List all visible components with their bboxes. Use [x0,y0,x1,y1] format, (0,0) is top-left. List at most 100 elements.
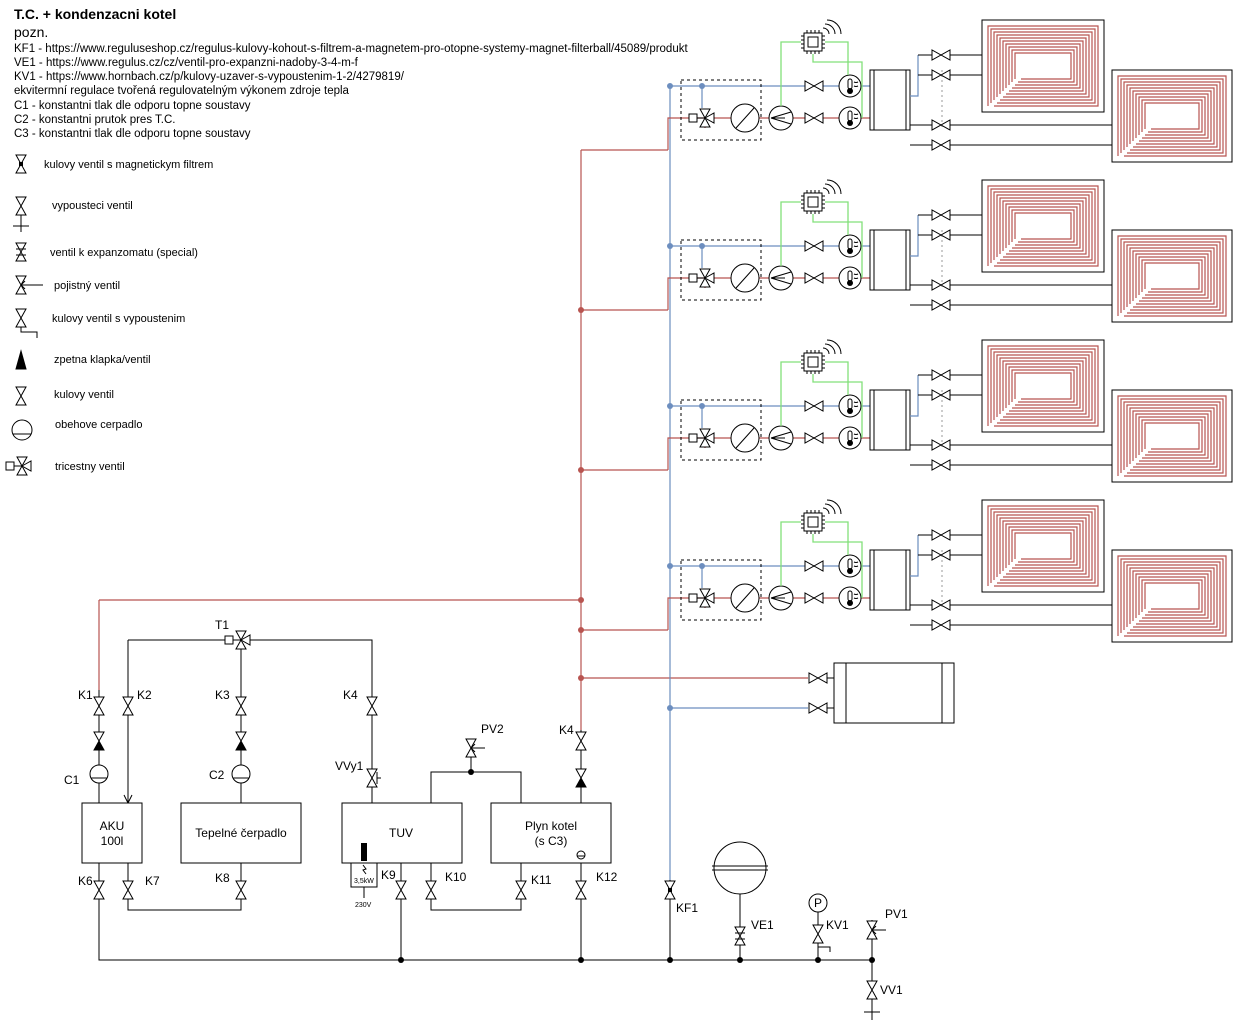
pressure-gauge [808,893,831,960]
legend-label: kulovy ventil s vypoustenim [52,313,185,325]
heating-circuit [667,179,1233,323]
thermostat-icon [838,586,862,610]
aku-volume: 100l [101,834,124,848]
drain-valve-icon [13,196,29,232]
tuv-pv2 [366,738,522,803]
thermostat-icon [838,554,862,578]
ball-valve-icon [931,439,951,451]
gas-boiler-sub: (s C3) [535,834,568,848]
ball-valve-icon [931,389,951,401]
ball-valve-icon [931,459,951,471]
label-K11: K11 [531,873,552,887]
label-VE1: VE1 [751,918,774,932]
ball-valve-icon [931,119,951,131]
label-K1: K1 [78,688,93,702]
label-VV1: VV1 [880,983,903,997]
floor-heating-loop [1111,229,1233,323]
three-way-valve-icon [688,588,715,608]
gauge-label: P [814,896,822,910]
controller-icon [800,339,842,375]
gas-boiler [490,802,612,864]
ball-valve-icon [804,240,824,252]
note-regulation: ekvitermní regulace tvořená regulovateln… [14,85,350,97]
legend-label: obehove cerpadlo [55,419,142,431]
aku-branch [89,630,378,805]
ball-valve-icon [931,229,951,241]
label-K4-boiler: K4 [559,723,574,737]
note-kf1: KF1 - https://www.reguluseshop.cz/regulu… [14,43,688,55]
three-way-valve-icon [688,108,715,128]
notes-heading: pozn. [14,24,48,40]
supply-riser [98,149,808,730]
pump-icon [768,105,794,131]
heater-power: 3,5kW [354,878,374,885]
pump-icon [730,263,760,293]
label-K4: K4 [343,688,358,702]
label-KF1: KF1 [676,901,698,915]
three-way-valve-icon [5,456,32,476]
legend-label: kulovy ventil s magnetickym filtrem [44,159,213,171]
label-K7: K7 [145,874,160,888]
ball-valve-icon [931,209,951,221]
label-PV1: PV1 [885,907,908,921]
ball-valve-icon [804,272,824,284]
ball-valve-icon [931,139,951,151]
note-c3: C3 - konstantni tlak dle odporu topne so… [14,128,251,140]
label-KV1: KV1 [826,918,849,932]
ball-valve-icon [931,299,951,311]
pump-icon [730,583,760,613]
ball-valve-icon [931,279,951,291]
label-K3: K3 [215,688,230,702]
ball-valve-icon [804,112,824,124]
legend-label: ventil k expanzomatu (special) [50,247,198,259]
label-C2: C2 [209,768,225,782]
heating-circuit [667,339,1233,483]
floor-heating-loop [1111,389,1233,483]
check-valve-icon [15,349,27,370]
legend-label: vypousteci ventil [52,200,133,212]
heating-circuits [667,19,1233,643]
aku-tank [81,802,143,864]
ball-valve-icon [15,386,27,406]
heat-pump-label: Tepelné čerpadlo [195,826,287,840]
floor-heating-loop [1111,69,1233,163]
ball-valve-icon [804,432,824,444]
label-K9: K9 [381,868,396,882]
thermostat-icon [838,234,862,258]
three-way-valve-icon [688,268,715,288]
label-K2: K2 [137,688,152,702]
thermostat-icon [838,266,862,290]
electric-heater [350,843,378,898]
ball-valve-icon [931,49,951,61]
note-c1: C1 - konstantni tlak dle odporu topne so… [14,100,251,112]
label-VVy1: VVy1 [335,759,364,773]
diagram-title: T.C. + kondenzacni kotel [14,6,176,22]
ball-valve-icon [804,80,824,92]
controller-icon [800,499,842,535]
expansion-valve-icon [15,242,27,262]
label-C1: C1 [64,773,80,787]
heater-voltage: 230V [355,902,372,909]
boiler-pump-icon [576,850,586,860]
legend-label: kulovy ventil [54,389,114,401]
return-header [93,863,872,963]
pump-icon [730,423,760,453]
ball-valve-icon [804,400,824,412]
controller-icon [800,19,842,55]
ball-valve-icon [931,369,951,381]
label-K10: K10 [445,870,467,884]
three-way-valve-icon [688,428,715,448]
pump-icon [11,419,33,441]
heat-pump [180,802,302,864]
label-K8: K8 [215,871,230,885]
label-K6: K6 [78,874,93,888]
ball-valve-icon [931,619,951,631]
ball-valve-icon [931,529,951,541]
heating-circuit [667,19,1233,163]
pump-icon [768,425,794,451]
floor-heating-loop [981,339,1105,433]
radiator [808,662,955,724]
ball-valve-icon [931,69,951,81]
legend: kulovy ventil s magnetickym filtrem vypo… [5,154,213,476]
